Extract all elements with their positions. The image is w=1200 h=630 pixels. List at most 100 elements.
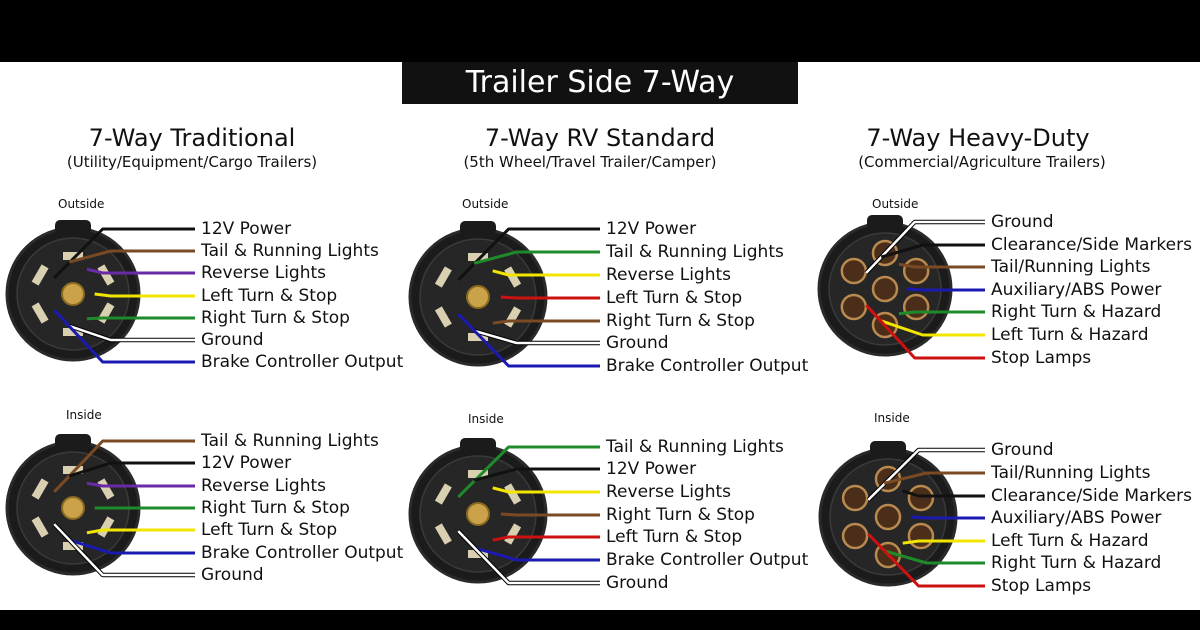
wire-hd-in-6 — [867, 533, 985, 588]
label-trad-in-right-turn: Right Turn & Stop — [201, 498, 350, 518]
label-rv-in-left-turn: Left Turn & Stop — [606, 527, 743, 547]
label-rv-in-tail-running: Tail & Running Lights — [606, 437, 784, 457]
section-title-rv: 7-Way RV Standard — [484, 124, 716, 152]
section-subtitle-traditional: (Utility/Equipment/Cargo Trailers) — [66, 153, 318, 171]
label-rv-out-brake: Brake Controller Output — [606, 356, 809, 376]
wire-trad-out-4 — [86, 316, 195, 321]
round-pin-socket-hd-out — [871, 275, 899, 303]
wire-rv-out-1 — [473, 250, 600, 265]
label-rv-out-ground: Ground — [606, 333, 669, 353]
wire-rv-in-2 — [492, 486, 600, 494]
label-trad-in-ground: Ground — [201, 565, 264, 585]
wire-hd-in-3 — [910, 515, 985, 520]
round-pin-socket-hd-out — [902, 293, 930, 321]
center-pin-rv-out — [466, 285, 490, 309]
blade-terminal-trad-out — [31, 302, 49, 324]
center-pin-rv-in — [466, 502, 490, 526]
tag-inside-traditional: Inside — [66, 408, 102, 422]
round-pin-socket-hd-out — [840, 293, 868, 321]
label-trad-in-brake: Brake Controller Output — [201, 543, 404, 563]
label-hd-out-tail-running: Tail/Running Lights — [991, 257, 1151, 277]
connector-key-tab-trad-in — [55, 434, 91, 448]
round-pin-socket-hd-in — [907, 484, 935, 512]
label-trad-out-ground: Ground — [201, 330, 264, 350]
blade-terminal-rv-out — [504, 266, 522, 288]
label-rv-in-12v-power: 12V Power — [606, 459, 697, 479]
wire-rv-out-6 — [457, 313, 600, 368]
blade-terminal-trad-out — [31, 264, 49, 286]
label-rv-out-reverse: Reverse Lights — [606, 265, 732, 285]
wire-trad-out-1 — [68, 249, 195, 264]
wire-hd-in-4 — [902, 539, 985, 545]
connector-key-tab-rv-out — [460, 221, 496, 235]
label-rv-out-tail-running: Tail & Running Lights — [606, 242, 784, 262]
label-rv-in-ground: Ground — [606, 573, 669, 593]
blade-terminal-trad-in — [97, 516, 115, 538]
label-hd-out-ground: Ground — [991, 212, 1054, 232]
tag-outside-rv: Outside — [462, 197, 509, 211]
section-subtitle-heavy-duty: (Commercial/Agriculture Trailers) — [858, 153, 1106, 171]
blade-terminal-rv-out — [468, 253, 488, 261]
center-pin-trad-out — [61, 282, 85, 306]
wire-trad-in-2 — [86, 481, 195, 488]
label-hd-in-right-turn: Right Turn & Hazard — [991, 553, 1162, 573]
blade-terminal-trad-out — [97, 264, 115, 286]
wire-hd-in-5 — [883, 549, 985, 565]
label-hd-in-ground: Ground — [991, 440, 1054, 460]
label-trad-in-left-turn: Left Turn & Stop — [201, 520, 338, 540]
wire-hd-in-2 — [902, 489, 985, 498]
section-subtitle-rv: (5th Wheel/Travel Trailer/Camper) — [463, 153, 717, 171]
wire-rv-out-3 — [500, 295, 600, 300]
center-pin-trad-in — [61, 496, 85, 520]
wire-hd-out-6 — [865, 304, 985, 360]
round-pin-socket-hd-in — [874, 503, 902, 531]
blade-terminal-trad-out — [63, 252, 83, 260]
wire-hd-out-1 — [880, 243, 985, 259]
label-hd-out-stop-lamps: Stop Lamps — [991, 348, 1092, 368]
connector-key-tab-hd-in — [870, 441, 906, 455]
tag-inside-rv: Inside — [468, 412, 504, 426]
round-pin-socket-hd-out — [902, 257, 930, 285]
blade-terminal-rv-out — [434, 266, 452, 288]
label-trad-in-tail-running: Tail & Running Lights — [201, 431, 379, 451]
blade-terminal-rv-out — [434, 306, 452, 328]
wire-hd-out-3 — [906, 287, 985, 292]
banner-title: Trailer Side 7-Way — [402, 62, 798, 104]
label-trad-out-right-turn: Right Turn & Stop — [201, 308, 350, 328]
wire-hd-out-4 — [898, 310, 985, 316]
wire-rv-in-5 — [473, 546, 600, 562]
wire-trad-out-6 — [53, 309, 195, 364]
round-pin-socket-hd-in — [841, 484, 869, 512]
blade-terminal-trad-in — [31, 478, 49, 500]
label-rv-in-reverse: Reverse Lights — [606, 482, 732, 502]
tag-inside-heavy-duty: Inside — [874, 411, 910, 425]
wire-trad-in-5 — [68, 538, 195, 555]
wire-hd-out-5 — [880, 319, 985, 337]
wire-trad-out-3 — [94, 292, 195, 298]
wire-rv-out-4 — [492, 319, 600, 325]
wire-rv-out-5 — [473, 329, 600, 345]
wire-rv-in-1 — [473, 467, 600, 482]
blade-terminal-rv-in — [504, 483, 522, 505]
label-rv-in-brake: Brake Controller Output — [606, 550, 809, 570]
label-hd-in-left-turn: Left Turn & Hazard — [991, 531, 1149, 551]
wire-rv-in-6 — [457, 530, 600, 585]
label-hd-in-clearance: Clearance/Side Markers — [991, 486, 1192, 506]
blade-terminal-trad-in — [97, 478, 115, 500]
round-pin-socket-hd-out — [840, 257, 868, 285]
blade-terminal-rv-in — [468, 470, 488, 478]
connector-key-tab-rv-in — [460, 438, 496, 452]
label-rv-out-12v-power: 12V Power — [606, 219, 697, 239]
label-hd-in-tail-running: Tail/Running Lights — [991, 463, 1151, 483]
wire-rv-out-2 — [492, 269, 600, 277]
wire-rv-in-4 — [492, 535, 600, 542]
label-trad-out-brake: Brake Controller Output — [201, 352, 404, 372]
wire-trad-in-6 — [53, 523, 195, 577]
label-hd-out-right-turn: Right Turn & Hazard — [991, 302, 1162, 322]
round-pin-socket-hd-in — [841, 522, 869, 550]
label-rv-in-right-turn: Right Turn & Stop — [606, 505, 755, 525]
connector-key-tab-trad-out — [55, 220, 91, 234]
section-title-heavy-duty: 7-Way Heavy-Duty — [866, 124, 1090, 152]
